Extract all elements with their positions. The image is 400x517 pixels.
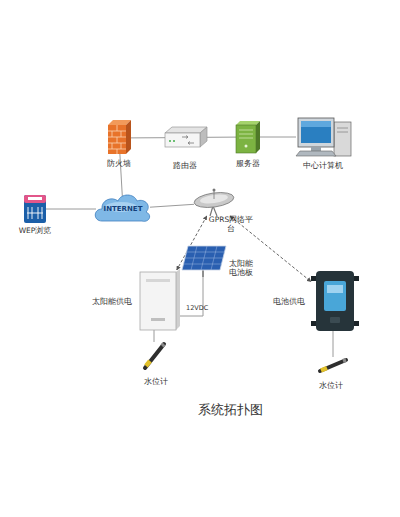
solar-panel-node: 太阳能电池板 [182,245,226,271]
node-label: 防火墙 [99,159,139,168]
node-label: 水位计 [314,381,348,390]
satellite-dish [193,189,235,217]
wire-connector [207,137,236,138]
firewall-icon [108,120,131,154]
node-label: 中心计算机 [293,161,353,170]
node-label: WEP浏览 [15,226,55,235]
water-gauge-right [320,360,346,371]
wire-connector [333,331,334,357]
solar-panel [182,246,226,277]
wire-connector [130,137,165,138]
gprs-platform-node: GPRS网络平台 [194,190,234,216]
node-label: INTERNET [96,205,150,214]
node-label: 太阳能供电 [88,297,136,306]
diagram-caption: 系统拓扑图 [170,402,290,419]
server-node: 服务器 [236,121,260,153]
computer-node: 中心计算机 [296,118,351,156]
edge-label: 12VDC [186,304,208,312]
browser-node: WEP浏览 [24,195,46,223]
internet-cloud [95,195,149,221]
wire-connector [260,137,296,138]
node-label: GPRS网络平台 [208,215,254,233]
router-icon [165,127,207,147]
server-icon [236,121,260,153]
internet-cloud-node: INTERNET [96,196,150,222]
node-label: 服务器 [228,159,268,168]
node-label: 水位计 [139,377,173,386]
solar-cabinet-node: 太阳能供电 [140,270,180,330]
computer-icon [296,118,351,156]
wire-connector [154,330,155,342]
water-gauge-node: 水位计 [318,357,348,373]
node-label: 太阳能电池板 [228,259,254,277]
node-label: 电池供电 [271,297,307,306]
wire-connector [150,204,194,207]
firewall-node: 防火墙 [108,122,130,154]
battery-unit-node: 电池供电 [311,271,359,331]
node-label: 路由器 [165,161,205,170]
router-node: 路由器 [165,128,207,147]
solar-cabinet [140,269,180,330]
water-gauge-left [145,344,164,368]
water-gauge-node: 水位计 [142,342,166,369]
wire-connector [46,209,96,210]
web-browser-icon [24,195,46,223]
battery-unit [311,271,359,331]
